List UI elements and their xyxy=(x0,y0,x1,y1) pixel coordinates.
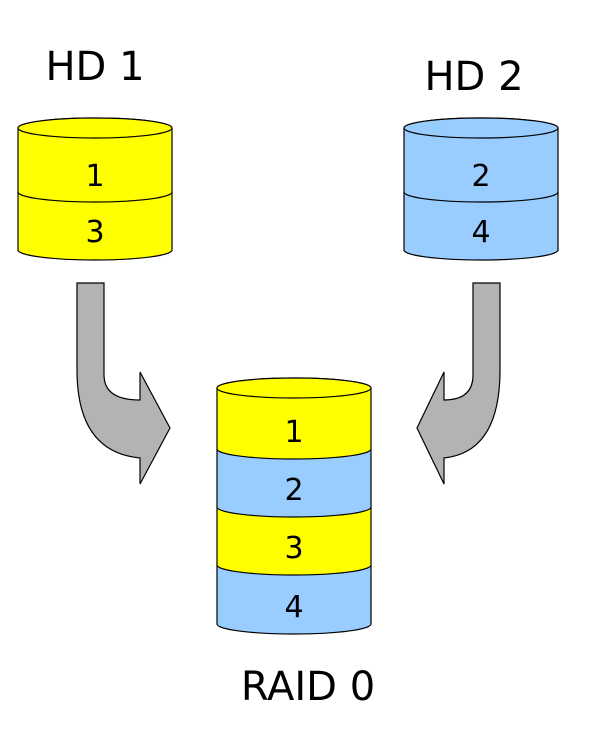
raid0-disk: 1 2 3 4 xyxy=(216,377,372,635)
hd2-segment-label: 4 xyxy=(471,215,490,250)
hd2-segment-label: 2 xyxy=(471,159,490,194)
hd1-segment-divider xyxy=(17,191,173,203)
raid0-disk-top xyxy=(216,377,372,399)
raid0-segment-label: 1 xyxy=(284,415,303,450)
hd2-disk: 2 4 xyxy=(403,117,559,261)
raid0-segment-label: 4 xyxy=(284,590,303,625)
hd2-title: HD 2 xyxy=(424,54,523,100)
raid0-segment-label: 3 xyxy=(284,531,303,566)
hd1-segment-label: 3 xyxy=(85,215,104,250)
arrow-hd1-to-raid xyxy=(76,282,171,485)
hd1-disk: 1 3 xyxy=(17,117,173,261)
hd2-segment-divider xyxy=(403,191,559,203)
hd2-disk-top xyxy=(403,117,559,139)
hd1-segment-label: 1 xyxy=(85,159,104,194)
raid0-segment-label: 2 xyxy=(284,473,303,508)
arrow-hd2-to-raid xyxy=(416,282,501,485)
hd1-title: HD 1 xyxy=(45,44,144,90)
hd1-disk-top xyxy=(17,117,173,139)
raid0-title: RAID 0 xyxy=(241,664,375,710)
